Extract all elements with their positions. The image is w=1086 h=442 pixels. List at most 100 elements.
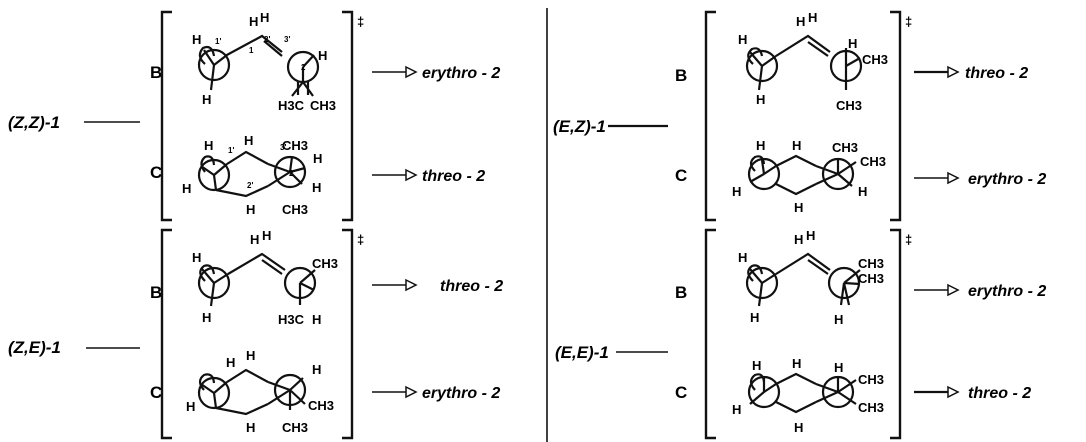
svg-text:H: H <box>250 232 259 247</box>
svg-text:H: H <box>834 312 843 327</box>
svg-text:H: H <box>246 348 255 363</box>
reactant-label: (E,E)-1 <box>555 343 609 362</box>
product-arrow: erythro - 2 <box>914 171 1046 188</box>
conformer-label-b: B <box>150 283 162 302</box>
svg-text:threo - 2: threo - 2 <box>422 168 485 185</box>
svg-text:2': 2' <box>247 181 253 190</box>
svg-text:H: H <box>794 200 803 215</box>
svg-text:H: H <box>312 180 321 195</box>
svg-text:H: H <box>202 92 211 107</box>
svg-text:H: H <box>318 48 327 63</box>
svg-text:CH3: CH3 <box>312 256 338 271</box>
reactant-label: (Z,E)-1 <box>8 338 61 357</box>
svg-text:2: 2 <box>301 63 306 72</box>
svg-text:H: H <box>848 36 857 51</box>
svg-text:H: H <box>312 312 321 327</box>
svg-text:erythro - 2: erythro - 2 <box>968 283 1046 300</box>
product-arrow: erythro - 2 <box>372 385 500 402</box>
conformer-label-c: C <box>675 166 687 185</box>
newman-molecule-b: H H H H H CH3 CH3 <box>738 10 888 113</box>
product-arrow: erythro - 2 <box>914 283 1046 300</box>
svg-text:H: H <box>732 184 741 199</box>
svg-text:CH3: CH3 <box>282 202 308 217</box>
product-arrow: erythro - 2 <box>372 65 500 82</box>
conformer-label-b: B <box>675 283 687 302</box>
conformer-label-c: C <box>150 163 162 182</box>
svg-text:H: H <box>182 181 191 196</box>
svg-text:1: 1 <box>249 46 254 55</box>
svg-text:H: H <box>750 310 759 325</box>
ts-dagger: ‡ <box>357 232 364 247</box>
svg-text:CH3: CH3 <box>832 140 858 155</box>
reactant-label: (Z,Z)-1 <box>8 113 60 132</box>
svg-text:H: H <box>260 10 269 25</box>
svg-text:CH3: CH3 <box>858 256 884 271</box>
newman-molecule-c: H H H H H CH3 CH3 <box>186 348 334 435</box>
product-arrow: threo - 2 <box>914 385 1031 402</box>
newman-molecule-c: H H H H H CH3 CH3 <box>732 138 886 215</box>
svg-text:H: H <box>794 232 803 247</box>
svg-text:CH3: CH3 <box>282 138 308 153</box>
panel-ee: (E,E)-1 B C ‡ H H H H H CH3 CH3 <box>555 228 1046 440</box>
newman-molecule-b: H H H H H CH3 CH3 <box>738 228 884 327</box>
svg-text:H: H <box>792 138 801 153</box>
conformer-label-b: B <box>675 66 687 85</box>
svg-text:threo - 2: threo - 2 <box>965 65 1028 82</box>
svg-text:H: H <box>312 362 321 377</box>
svg-text:CH3: CH3 <box>860 154 886 169</box>
svg-text:threo - 2: threo - 2 <box>968 385 1031 402</box>
svg-text:CH3: CH3 <box>310 98 336 113</box>
svg-text:H: H <box>732 402 741 417</box>
svg-text:H: H <box>794 420 803 435</box>
svg-text:CH3: CH3 <box>308 398 334 413</box>
svg-text:H: H <box>806 228 815 243</box>
svg-text:H: H <box>192 250 201 265</box>
svg-text:CH3: CH3 <box>858 271 884 286</box>
svg-text:H: H <box>186 399 195 414</box>
svg-text:CH3: CH3 <box>858 372 884 387</box>
newman-molecule-c: H H H H H H CH3 CH3 1' 3' 2' 2 <box>182 133 322 217</box>
svg-text:H: H <box>244 133 253 148</box>
svg-text:H3C: H3C <box>278 312 305 327</box>
svg-text:CH3: CH3 <box>836 98 862 113</box>
ts-dagger: ‡ <box>905 14 912 29</box>
svg-text:CH3: CH3 <box>282 420 308 435</box>
svg-text:H: H <box>756 138 765 153</box>
svg-text:H: H <box>738 250 747 265</box>
svg-text:H: H <box>796 14 805 29</box>
svg-text:H: H <box>202 310 211 325</box>
svg-text:erythro - 2: erythro - 2 <box>422 385 500 402</box>
reactant-label: (E,Z)-1 <box>553 117 606 136</box>
newman-molecule-b: H H H H H H3C CH3 1' 1 2' 3' 2 <box>192 10 336 113</box>
svg-text:H: H <box>192 32 201 47</box>
product-arrow: threo - 2 <box>372 168 485 185</box>
svg-text:H: H <box>834 360 843 375</box>
svg-text:2': 2' <box>264 35 270 44</box>
svg-text:erythro - 2: erythro - 2 <box>422 65 500 82</box>
svg-text:1': 1' <box>215 37 221 46</box>
svg-text:CH3: CH3 <box>858 400 884 415</box>
newman-molecule-c: H H H H H CH3 CH3 <box>732 356 884 435</box>
svg-text:2: 2 <box>289 169 294 178</box>
svg-text:H3C: H3C <box>278 98 305 113</box>
svg-text:CH3: CH3 <box>862 52 888 67</box>
svg-text:threo - 2: threo - 2 <box>440 278 503 295</box>
panel-ez: (E,Z)-1 B C ‡ H H H H H CH3 CH3 <box>553 10 1046 222</box>
svg-text:H: H <box>792 356 801 371</box>
newman-molecule-b: H H H H CH3 H3C H <box>192 228 338 327</box>
svg-text:H: H <box>313 151 322 166</box>
svg-text:H: H <box>808 10 817 25</box>
svg-text:3': 3' <box>284 35 290 44</box>
svg-text:H: H <box>858 184 867 199</box>
conformer-label-c: C <box>675 383 687 402</box>
product-arrow: threo - 2 <box>914 65 1028 82</box>
ts-dagger: ‡ <box>357 14 364 29</box>
svg-text:H: H <box>204 138 213 153</box>
svg-text:erythro - 2: erythro - 2 <box>968 171 1046 188</box>
conformer-label-c: C <box>150 383 162 402</box>
svg-text:H: H <box>756 92 765 107</box>
panel-ze: (Z,E)-1 B C ‡ H H H H CH3 H3C H <box>8 228 503 440</box>
conformer-label-b: B <box>150 63 162 82</box>
svg-text:1': 1' <box>228 146 234 155</box>
